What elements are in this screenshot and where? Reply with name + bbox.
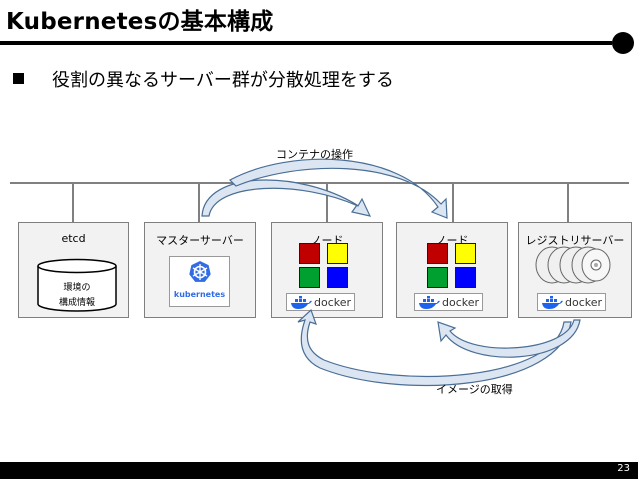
kubernetes-logo: kubernetes	[169, 256, 230, 307]
arrow-registry-to-node2	[437, 319, 581, 358]
container-green-2	[427, 267, 448, 288]
page-title: Kubernetesの基本構成	[6, 9, 274, 35]
docker-badge-node1: docker	[286, 293, 355, 311]
docker-text-node2: docker	[442, 296, 480, 309]
database-cylinder-icon	[37, 258, 117, 312]
image-disc-stack-icon	[535, 246, 611, 284]
db-text-line2: 構成情報	[58, 298, 95, 308]
docker-whale-icon	[419, 296, 440, 309]
annotation-image-fetch: イメージの取得	[436, 383, 513, 396]
arrow-master-to-node1	[201, 179, 372, 217]
kubernetes-logo-text: kubernetes	[173, 290, 226, 299]
footer-bar: 23	[0, 462, 638, 479]
container-red-1	[299, 243, 320, 264]
bullet-square-icon	[13, 73, 24, 84]
page-number: 23	[617, 463, 630, 474]
container-red-2	[427, 243, 448, 264]
docker-text-registry: docker	[565, 296, 603, 309]
db-text-line1: 環境の	[63, 283, 91, 293]
container-green-1	[299, 267, 320, 288]
title-end-dot	[612, 32, 634, 54]
container-yellow-2	[455, 243, 476, 264]
container-yellow-1	[327, 243, 348, 264]
etcd-label: etcd	[61, 232, 86, 245]
docker-whale-icon	[542, 296, 563, 309]
annotation-container-operations: コンテナの操作	[276, 148, 353, 161]
master-server-label: マスターサーバー	[156, 234, 244, 247]
arrow-registry-to-node1	[297, 308, 572, 387]
docker-whale-icon	[291, 296, 312, 309]
container-blue-2	[455, 267, 476, 288]
registry-server-label: レジストリサーバー	[525, 234, 625, 247]
docker-badge-registry: docker	[537, 293, 606, 311]
docker-text-node1: docker	[314, 296, 352, 309]
kubernetes-wheel-icon	[189, 261, 211, 282]
container-blue-1	[327, 267, 348, 288]
bullet-text: 役割の異なるサーバー群が分散処理をする	[52, 70, 394, 91]
arrow-master-to-node2	[229, 158, 448, 219]
docker-badge-node2: docker	[414, 293, 483, 311]
title-underline	[0, 41, 612, 45]
